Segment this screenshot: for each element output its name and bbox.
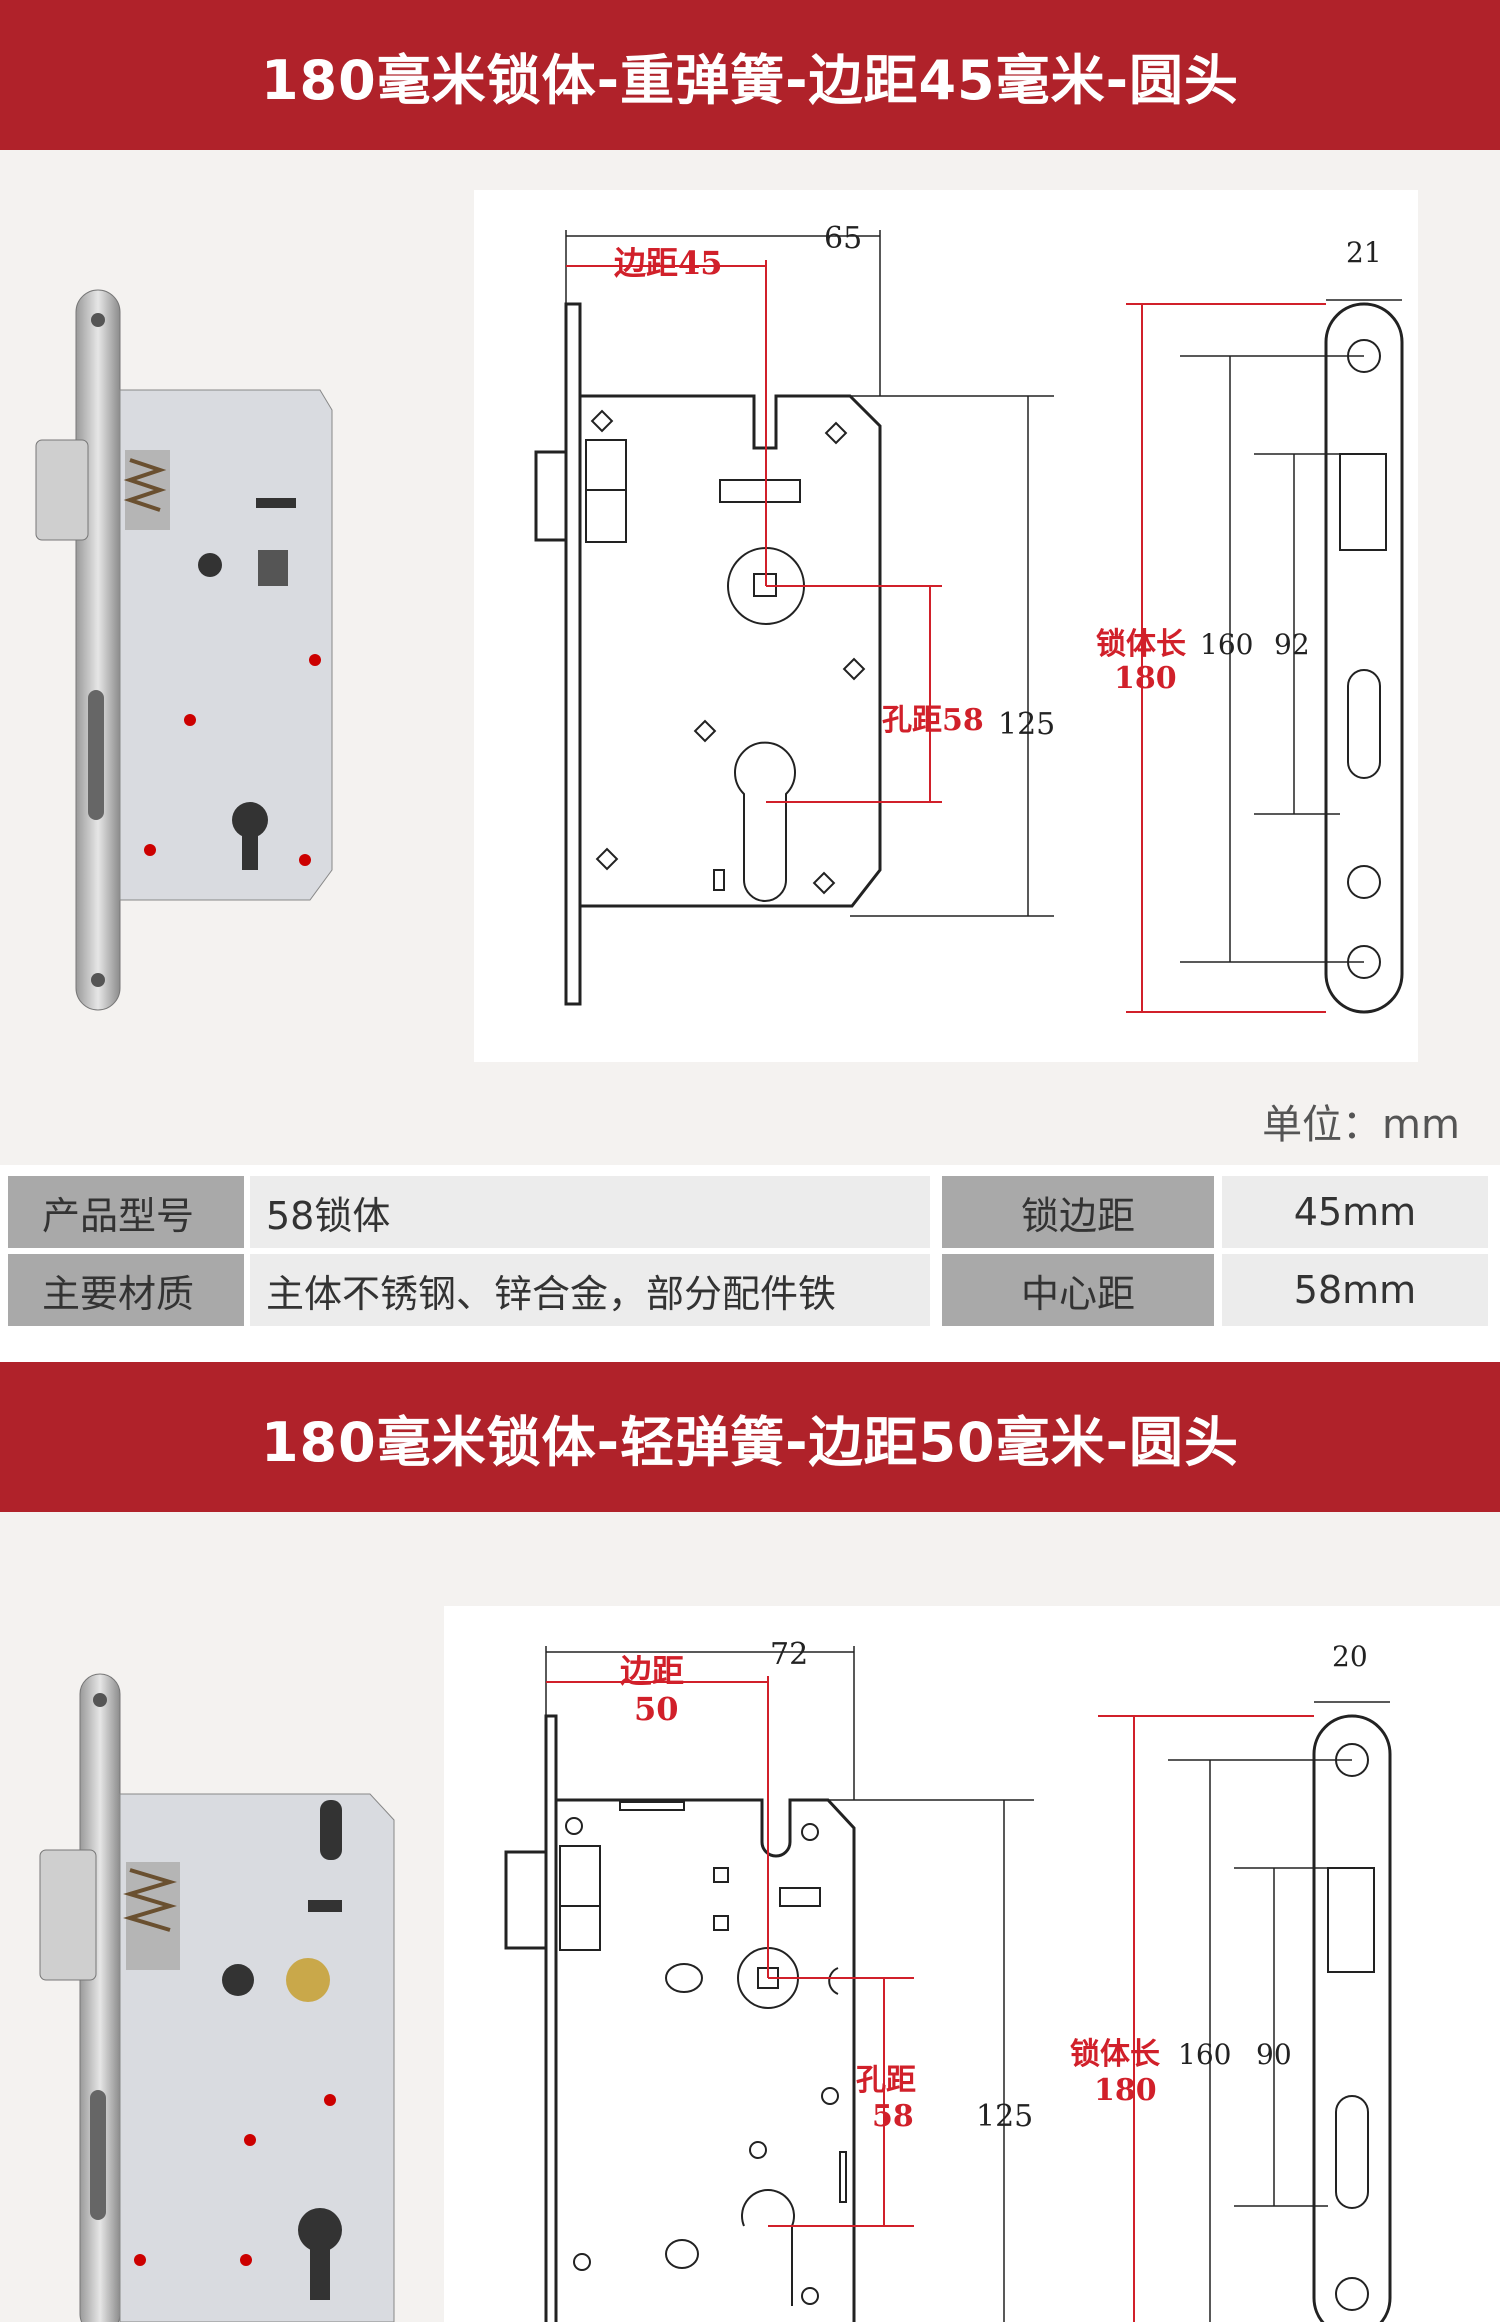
dim-backset-label: 边距 [620,1652,684,1690]
dim-width-total: 65 [824,221,862,256]
spec-value-2: 58mm [1222,1254,1488,1326]
spec-label-2: 锁边距 [942,1176,1214,1248]
unit-label: 单位：mm [1262,1102,1460,1148]
spec-row: 主要材质 主体不锈钢、锌合金，部分配件铁 中心距 58mm [8,1254,1488,1326]
dim-length-label: 锁体长 [1070,2037,1160,2072]
section-1-banner: 180毫米锁体-重弹簧-边距45毫米-圆头 [0,0,1500,150]
dim-faceplate-width: 20 [1332,1640,1368,1673]
spec-value: 58锁体 [250,1176,930,1248]
spec-value: 主体不锈钢、锌合金，部分配件铁 [250,1254,930,1326]
spec-row: 产品型号 58锁体 锁边距 45mm [8,1176,1488,1248]
lock-body-photo-1 [35,289,333,1011]
dim-faceplate-width: 21 [1346,236,1382,269]
dim-width-total: 72 [770,1637,808,1672]
dim-hole-distance: 孔距58 [882,703,984,738]
diagram-2-drawing: 72 边距 50 20 125 孔距 58 160 90 锁体长 180 [504,1637,1392,2322]
dim-length-value: 180 [1114,661,1177,696]
spec-label: 产品型号 [8,1176,244,1248]
dim-backset-value: 50 [634,1690,679,1728]
spec-value-2: 45mm [1222,1176,1488,1248]
dim-screw-span: 160 [1178,2038,1231,2071]
dim-length-value: 180 [1094,2073,1157,2108]
lock-body-photo-2 [39,1673,395,2322]
dim-hole-label: 孔距 [856,2063,916,2098]
diagram-1-drawing: 65 边距45 21 125 孔距58 160 92 锁体长 180 [534,221,1404,1014]
spec-label-2: 中心距 [942,1254,1214,1326]
dim-latch-span: 92 [1274,628,1310,661]
dim-latch-span: 90 [1256,2038,1292,2071]
dim-hole-value: 58 [872,2099,914,2134]
section-1-title: 180毫米锁体-重弹簧-边距45毫米-圆头 [260,48,1240,112]
section-2-title: 180毫米锁体-轻弹簧-边距50毫米-圆头 [260,1410,1240,1474]
dim-screw-span: 160 [1200,628,1253,661]
dim-backset-label: 边距45 [614,244,723,282]
section-2-banner: 180毫米锁体-轻弹簧-边距50毫米-圆头 [0,1362,1500,1512]
spec-label: 主要材质 [8,1254,244,1326]
dim-length-label: 锁体长 [1096,627,1186,662]
dim-body-height: 125 [998,707,1055,742]
dim-body-height: 125 [976,2099,1033,2134]
